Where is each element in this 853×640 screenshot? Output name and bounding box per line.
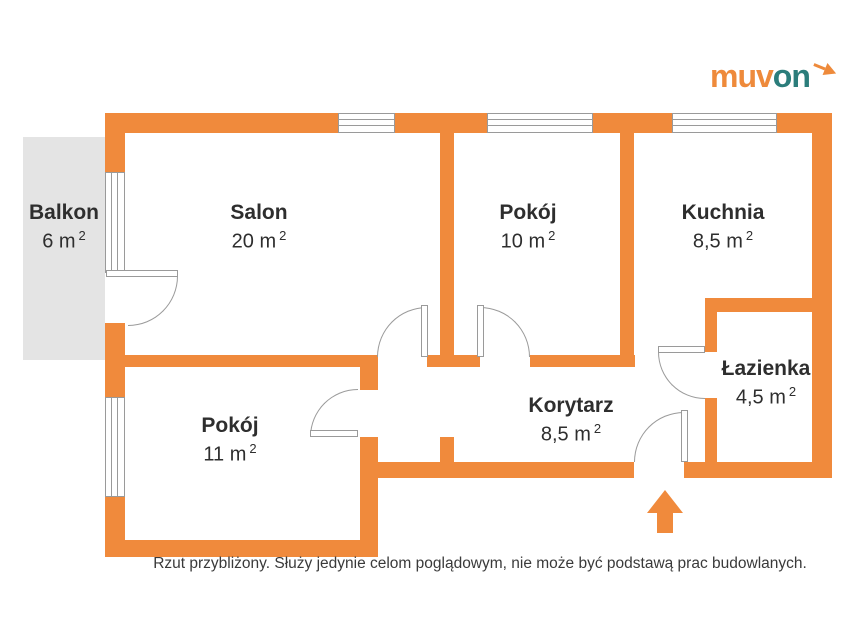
wall-pokoj10-kuchnia (620, 133, 634, 367)
window-kuchnia (672, 113, 777, 133)
balcony-area (23, 137, 107, 360)
door-leaf-balcony (106, 270, 178, 277)
door-arc-lazienka (658, 352, 705, 399)
room-name-korytarz: Korytarz (528, 394, 614, 417)
door-arc-pokoj10 (480, 307, 530, 357)
door-arc-salon (377, 307, 427, 357)
wall-lazienka-left-lower (705, 398, 717, 462)
room-name-pokoj10: Pokój (499, 201, 557, 224)
wall-lazienka-left-upper (705, 312, 717, 352)
window-salon (338, 113, 395, 133)
room-name-pokoj11: Pokój (201, 414, 259, 437)
wall-korytarz-top-middle (427, 355, 480, 367)
opening-entrance-door (634, 462, 684, 478)
wall-top-exterior (105, 113, 832, 133)
door-leaf-pokoj11 (310, 430, 358, 437)
window-pokoj11 (105, 397, 125, 497)
door-leaf-salon (421, 305, 428, 357)
wall-salon-pokoj11 (125, 355, 378, 367)
disclaimer-caption: Rzut przybliżony. Służy jedynie celom po… (153, 555, 807, 572)
logo: muvon (710, 58, 837, 94)
wall-bottom-korytarz (360, 462, 832, 478)
door-leaf-pokoj10 (477, 305, 484, 357)
wall-salon-pokoj10 (440, 133, 454, 367)
wall-stub-korytarz (440, 437, 454, 462)
room-name-kuchnia: Kuchnia (681, 201, 765, 224)
room-name-lazienka: Łazienka (721, 357, 811, 380)
wall-lazienka-top (705, 298, 832, 312)
wall-pokoj11-korytarz-upper (360, 365, 378, 390)
room-name-salon: Salon (230, 201, 288, 224)
logo-arrow-icon (812, 53, 839, 85)
wall-pokoj11-korytarz-lower (360, 437, 378, 540)
wall-bottom-pokoj11 (105, 540, 378, 557)
door-leaf-lazienka (658, 346, 705, 353)
room-name-balkon: Balkon (28, 201, 100, 224)
opening-balcony-door (105, 273, 125, 323)
window-pokoj10 (487, 113, 593, 133)
wall-right-exterior (812, 113, 832, 478)
door-arc-entrance (634, 412, 684, 462)
door-leaf-entrance (681, 410, 688, 462)
logo-text-muv: muv (710, 58, 774, 94)
wall-korytarz-top-right (530, 355, 635, 367)
door-arc-balcony (128, 276, 178, 326)
window-balkon-door-side (105, 172, 125, 273)
logo-text-on: on (772, 58, 811, 94)
